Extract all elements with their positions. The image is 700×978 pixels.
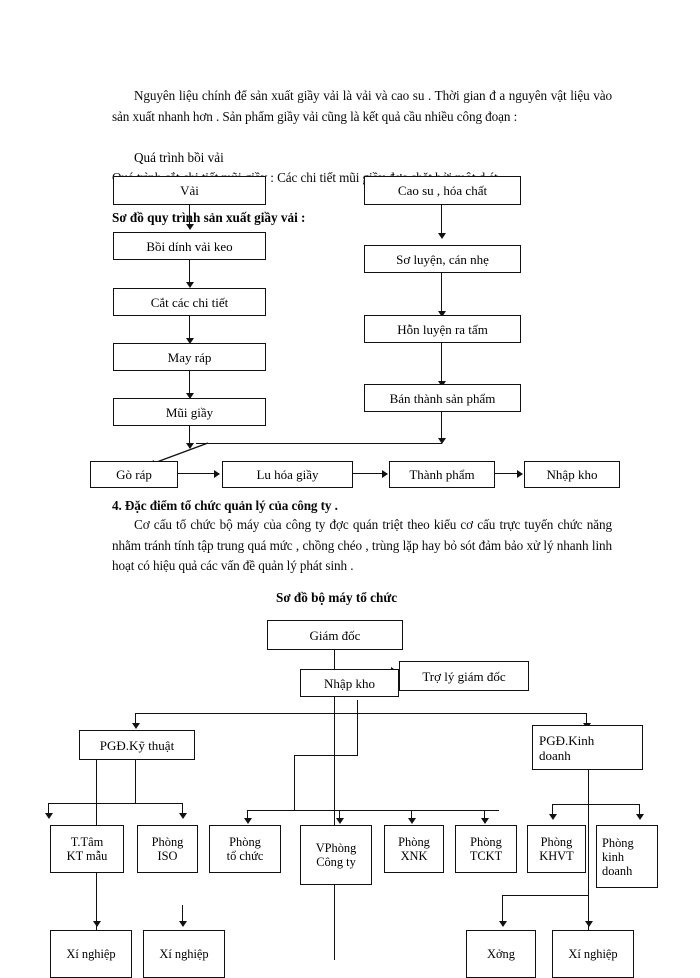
flow-box-so-luyen: Sơ luyện, cán nhẹ <box>364 245 521 273</box>
flow-box-ban-thanh-san-pham: Bán thành sản phẩm <box>364 384 521 412</box>
connector <box>96 905 98 925</box>
arrow-down-icon <box>407 818 416 824</box>
org-box-department-5: Phòng TCKT <box>455 825 517 873</box>
flow-box-boi-dinh-vai-keo: Bồi dính vải keo <box>113 232 266 260</box>
connector <box>189 260 191 286</box>
org-box-unit-0: Xí nghiệp <box>50 930 132 978</box>
line-boi-vai: Quá trình bồi vải <box>134 150 224 165</box>
flow-box-cao-su: Cao su , hóa chất <box>364 176 521 205</box>
org-box-nhap-kho: Nhập kho <box>300 669 399 697</box>
org-box-pgd-ky-thuat: PGĐ.Kỹ thuật <box>79 730 195 760</box>
intro-paragraph: Nguyên liệu chính để sản xuất giầy vải l… <box>112 88 612 124</box>
arrow-down-icon <box>243 818 252 824</box>
connector <box>441 343 443 385</box>
arrow-right-icon <box>517 469 523 478</box>
arrow-down-icon <box>437 311 446 317</box>
connector <box>294 783 296 811</box>
arrow-down-icon <box>548 814 557 820</box>
flow-box-hon-luyen: Hỗn luyện ra tấm <box>364 315 521 343</box>
org-box-department-6: Phòng KHVT <box>527 825 586 873</box>
connector <box>586 713 588 727</box>
connector <box>357 700 359 756</box>
arrow-down-icon <box>185 224 194 230</box>
org-box-department-3: VPhòng Công ty <box>300 825 372 885</box>
connector <box>495 473 522 475</box>
arrow-down-icon <box>480 818 489 824</box>
connector <box>588 770 589 960</box>
connector <box>189 426 191 448</box>
org-chart-title: Sơ đồ bộ máy tổ chức <box>276 590 398 605</box>
connector <box>353 473 387 475</box>
arrow-down-icon <box>178 813 187 819</box>
connector <box>135 713 587 715</box>
connector <box>502 895 588 897</box>
arrow-down-icon <box>437 233 446 239</box>
org-box-giam-doc: Giám đốc <box>267 620 403 650</box>
connector <box>552 804 640 806</box>
arrow-down-icon <box>131 723 140 729</box>
connector <box>48 803 183 805</box>
section-heading: 4. Đặc điểm tổ chức quản lý của công ty … <box>112 498 338 513</box>
arrow-down-icon <box>44 813 53 819</box>
org-box-department-4: Phòng XNK <box>384 825 444 873</box>
flow-box-mui-giay: Mũi giầy <box>113 398 266 426</box>
connector <box>182 803 184 817</box>
connector <box>294 755 358 757</box>
connector <box>502 895 504 925</box>
connector <box>196 443 442 445</box>
arrow-down-icon <box>185 393 194 399</box>
connector <box>189 205 191 228</box>
connector <box>189 371 191 397</box>
arrow-down-icon <box>498 921 507 927</box>
arrow-down-icon <box>185 282 194 288</box>
org-box-department-0: T.Tâm KT mẫu <box>50 825 124 873</box>
flow-box-thanh-pham: Thành phẩm <box>389 461 495 488</box>
connector <box>484 810 486 822</box>
flow-box-lu-hoa-giay: Lu hóa giầy <box>222 461 353 488</box>
connector <box>441 273 443 315</box>
org-box-department-2: Phòng tổ chức <box>209 825 281 873</box>
connector <box>441 205 443 237</box>
org-box-department-7: Phòng kinh doanh <box>596 825 658 888</box>
arrow-right-icon <box>382 469 388 478</box>
connector <box>441 412 443 442</box>
flow-box-cat-cac-chi-tiet: Cắt các chi tiết <box>113 288 266 316</box>
connector <box>339 810 341 822</box>
org-box-unit-2: Xởng <box>466 930 536 978</box>
arrow-down-icon <box>584 921 593 927</box>
arrow-down-icon <box>335 818 344 824</box>
connector <box>135 760 137 804</box>
flow-box-go-rap: Gò ráp <box>90 461 178 488</box>
org-box-unit-3: Xí nghiệp <box>552 930 634 978</box>
arrow-right-icon <box>214 469 220 478</box>
arrow-down-icon <box>185 338 194 344</box>
connector <box>247 810 249 822</box>
connector <box>247 810 499 812</box>
arrow-down-icon <box>92 921 101 927</box>
connector <box>135 713 137 727</box>
connector <box>639 804 641 818</box>
arrow-down-icon <box>437 438 446 444</box>
connector <box>189 316 191 342</box>
connector <box>182 905 184 925</box>
org-box-pgd-kinh-doanh: PGĐ.Kinh doanh <box>532 725 643 770</box>
connector <box>178 473 219 475</box>
connector <box>411 810 413 822</box>
connector <box>552 804 554 818</box>
section-body: Cơ cấu tổ chức bộ máy của công ty đợc qu… <box>112 517 612 573</box>
org-box-tro-ly-giam-doc: Trợ lý giám đốc <box>399 661 529 691</box>
flow-box-may-rap: May ráp <box>113 343 266 371</box>
arrow-down-icon <box>635 814 644 820</box>
flow-box-nhap-kho: Nhập kho <box>524 461 620 488</box>
org-box-unit-1: Xí nghiệp <box>143 930 225 978</box>
connector <box>334 650 335 960</box>
arrow-down-icon <box>185 443 194 449</box>
line-so-do-title: Sơ đồ quy trình sản xuất giầy vải : <box>112 210 306 225</box>
connector <box>48 803 50 817</box>
connector <box>588 905 590 925</box>
arrow-down-icon <box>178 921 187 927</box>
connector <box>294 755 296 783</box>
org-box-department-1: Phòng ISO <box>137 825 198 873</box>
flow-box-vai: Vải <box>113 176 266 205</box>
